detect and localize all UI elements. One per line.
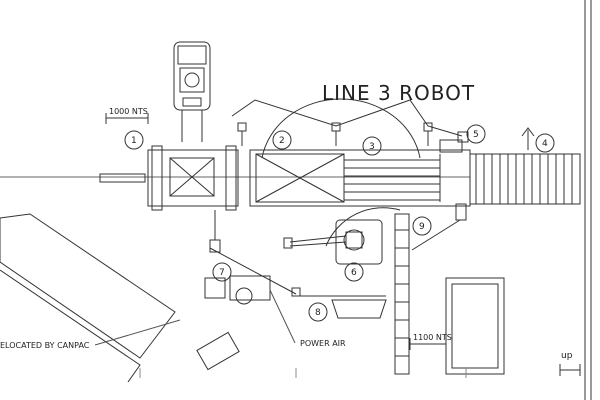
drawing-title: LINE 3 ROBOT	[322, 81, 475, 105]
callout-circle-9	[412, 216, 432, 236]
note-power-air: POWER AIR	[300, 339, 346, 348]
callout-circle-8	[308, 302, 328, 322]
station-7-air-unit	[204, 210, 271, 305]
callout-label-5: 5	[473, 130, 479, 140]
callout-circle-6	[344, 262, 364, 282]
diagonal-trailer	[0, 213, 240, 383]
callout-label-1: 1	[131, 136, 137, 146]
callout-label-9: 9	[419, 222, 425, 232]
dimension-label-1000: 1000 NTS	[109, 107, 148, 116]
station-8-table	[209, 247, 387, 319]
note-relocated-canpac: ELOCATED BY CANPAC	[0, 341, 90, 350]
leader-canpac	[94, 319, 181, 346]
callout-label-8: 8	[315, 308, 321, 318]
station-2-3-conveyor	[249, 98, 471, 207]
callout-label-2: 2	[279, 136, 285, 146]
callout-circle-5	[466, 124, 486, 144]
up-label: up	[561, 351, 573, 361]
dimension-1000	[105, 113, 149, 124]
station-9-vertical-conveyor	[394, 203, 467, 375]
leader-power-air	[269, 289, 296, 344]
station-4-outfeed-conveyor	[469, 153, 581, 205]
overhead-guard	[231, 99, 463, 146]
dimension-label-1100: 1100 NTS	[413, 333, 452, 342]
callout-circle-4	[535, 133, 555, 153]
station-5-unit	[439, 131, 469, 153]
forklift-vehicle	[173, 41, 211, 142]
lower-right-cabinet	[445, 277, 505, 375]
callout-group	[124, 124, 555, 322]
callout-label-6: 6	[351, 268, 357, 278]
callout-label-7: 7	[219, 268, 225, 278]
dimension-1100	[409, 338, 447, 350]
callout-label-4: 4	[542, 139, 548, 149]
callout-circle-2	[272, 130, 292, 150]
callout-label-3: 3	[369, 142, 375, 152]
station-6-robot	[283, 207, 401, 265]
flow-arrow-up	[521, 127, 535, 150]
callout-circle-1	[124, 130, 144, 150]
incoming-conveyor-stub	[99, 173, 146, 183]
right-wall-lines	[584, 0, 592, 400]
up-symbol	[559, 364, 581, 376]
station-1-depalletizer	[147, 145, 239, 211]
bottom-grid-ticks	[139, 368, 467, 378]
callout-circle-7	[212, 262, 232, 282]
callout-circle-3	[362, 136, 382, 156]
